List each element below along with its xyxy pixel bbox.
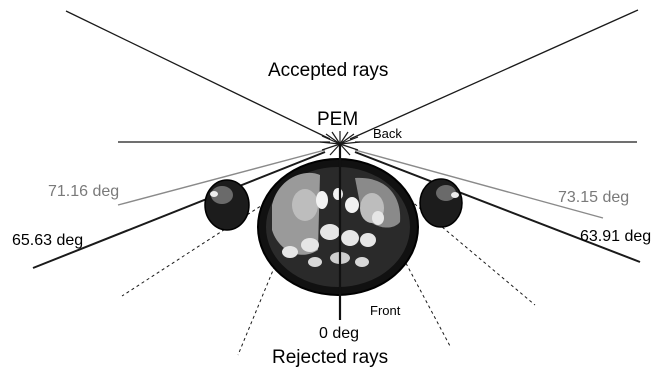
right-arm-section bbox=[420, 179, 462, 227]
front-label: Front bbox=[370, 304, 400, 317]
left-arm-section bbox=[205, 180, 249, 230]
left-black-angle-label: 65.63 deg bbox=[12, 233, 83, 249]
zero-degree-label: 0 deg bbox=[319, 326, 359, 342]
right-black-angle-label: 63.91 deg bbox=[580, 229, 651, 245]
accepted-ray-upper-right bbox=[350, 10, 638, 139]
torso-cross-section bbox=[258, 159, 418, 295]
right-grey-angle-label: 73.15 deg bbox=[558, 190, 629, 206]
pem-label: PEM bbox=[317, 110, 358, 129]
left-grey-angle-label: 71.16 deg bbox=[48, 184, 119, 200]
accepted-rays-label: Accepted rays bbox=[268, 61, 388, 80]
rejected-rays-label: Rejected rays bbox=[272, 348, 388, 367]
back-label: Back bbox=[373, 127, 402, 140]
